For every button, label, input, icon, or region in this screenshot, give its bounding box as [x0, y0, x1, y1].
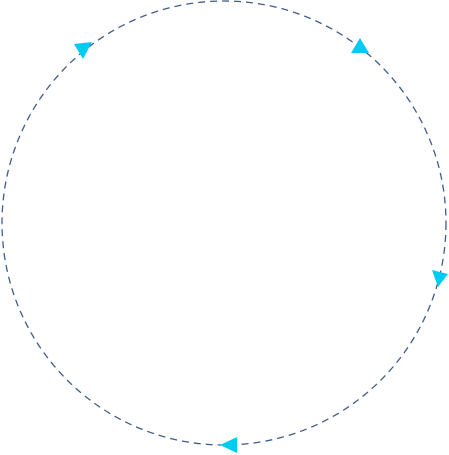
dashed-cycle-circle: [1, 0, 447, 446]
arrow-bottom-icon: [220, 437, 237, 453]
arrow-top-left-icon: [74, 42, 92, 59]
arrow-markers: [74, 38, 448, 453]
arrow-right-icon: [432, 270, 448, 287]
arrow-top-right-icon: [351, 38, 369, 53]
